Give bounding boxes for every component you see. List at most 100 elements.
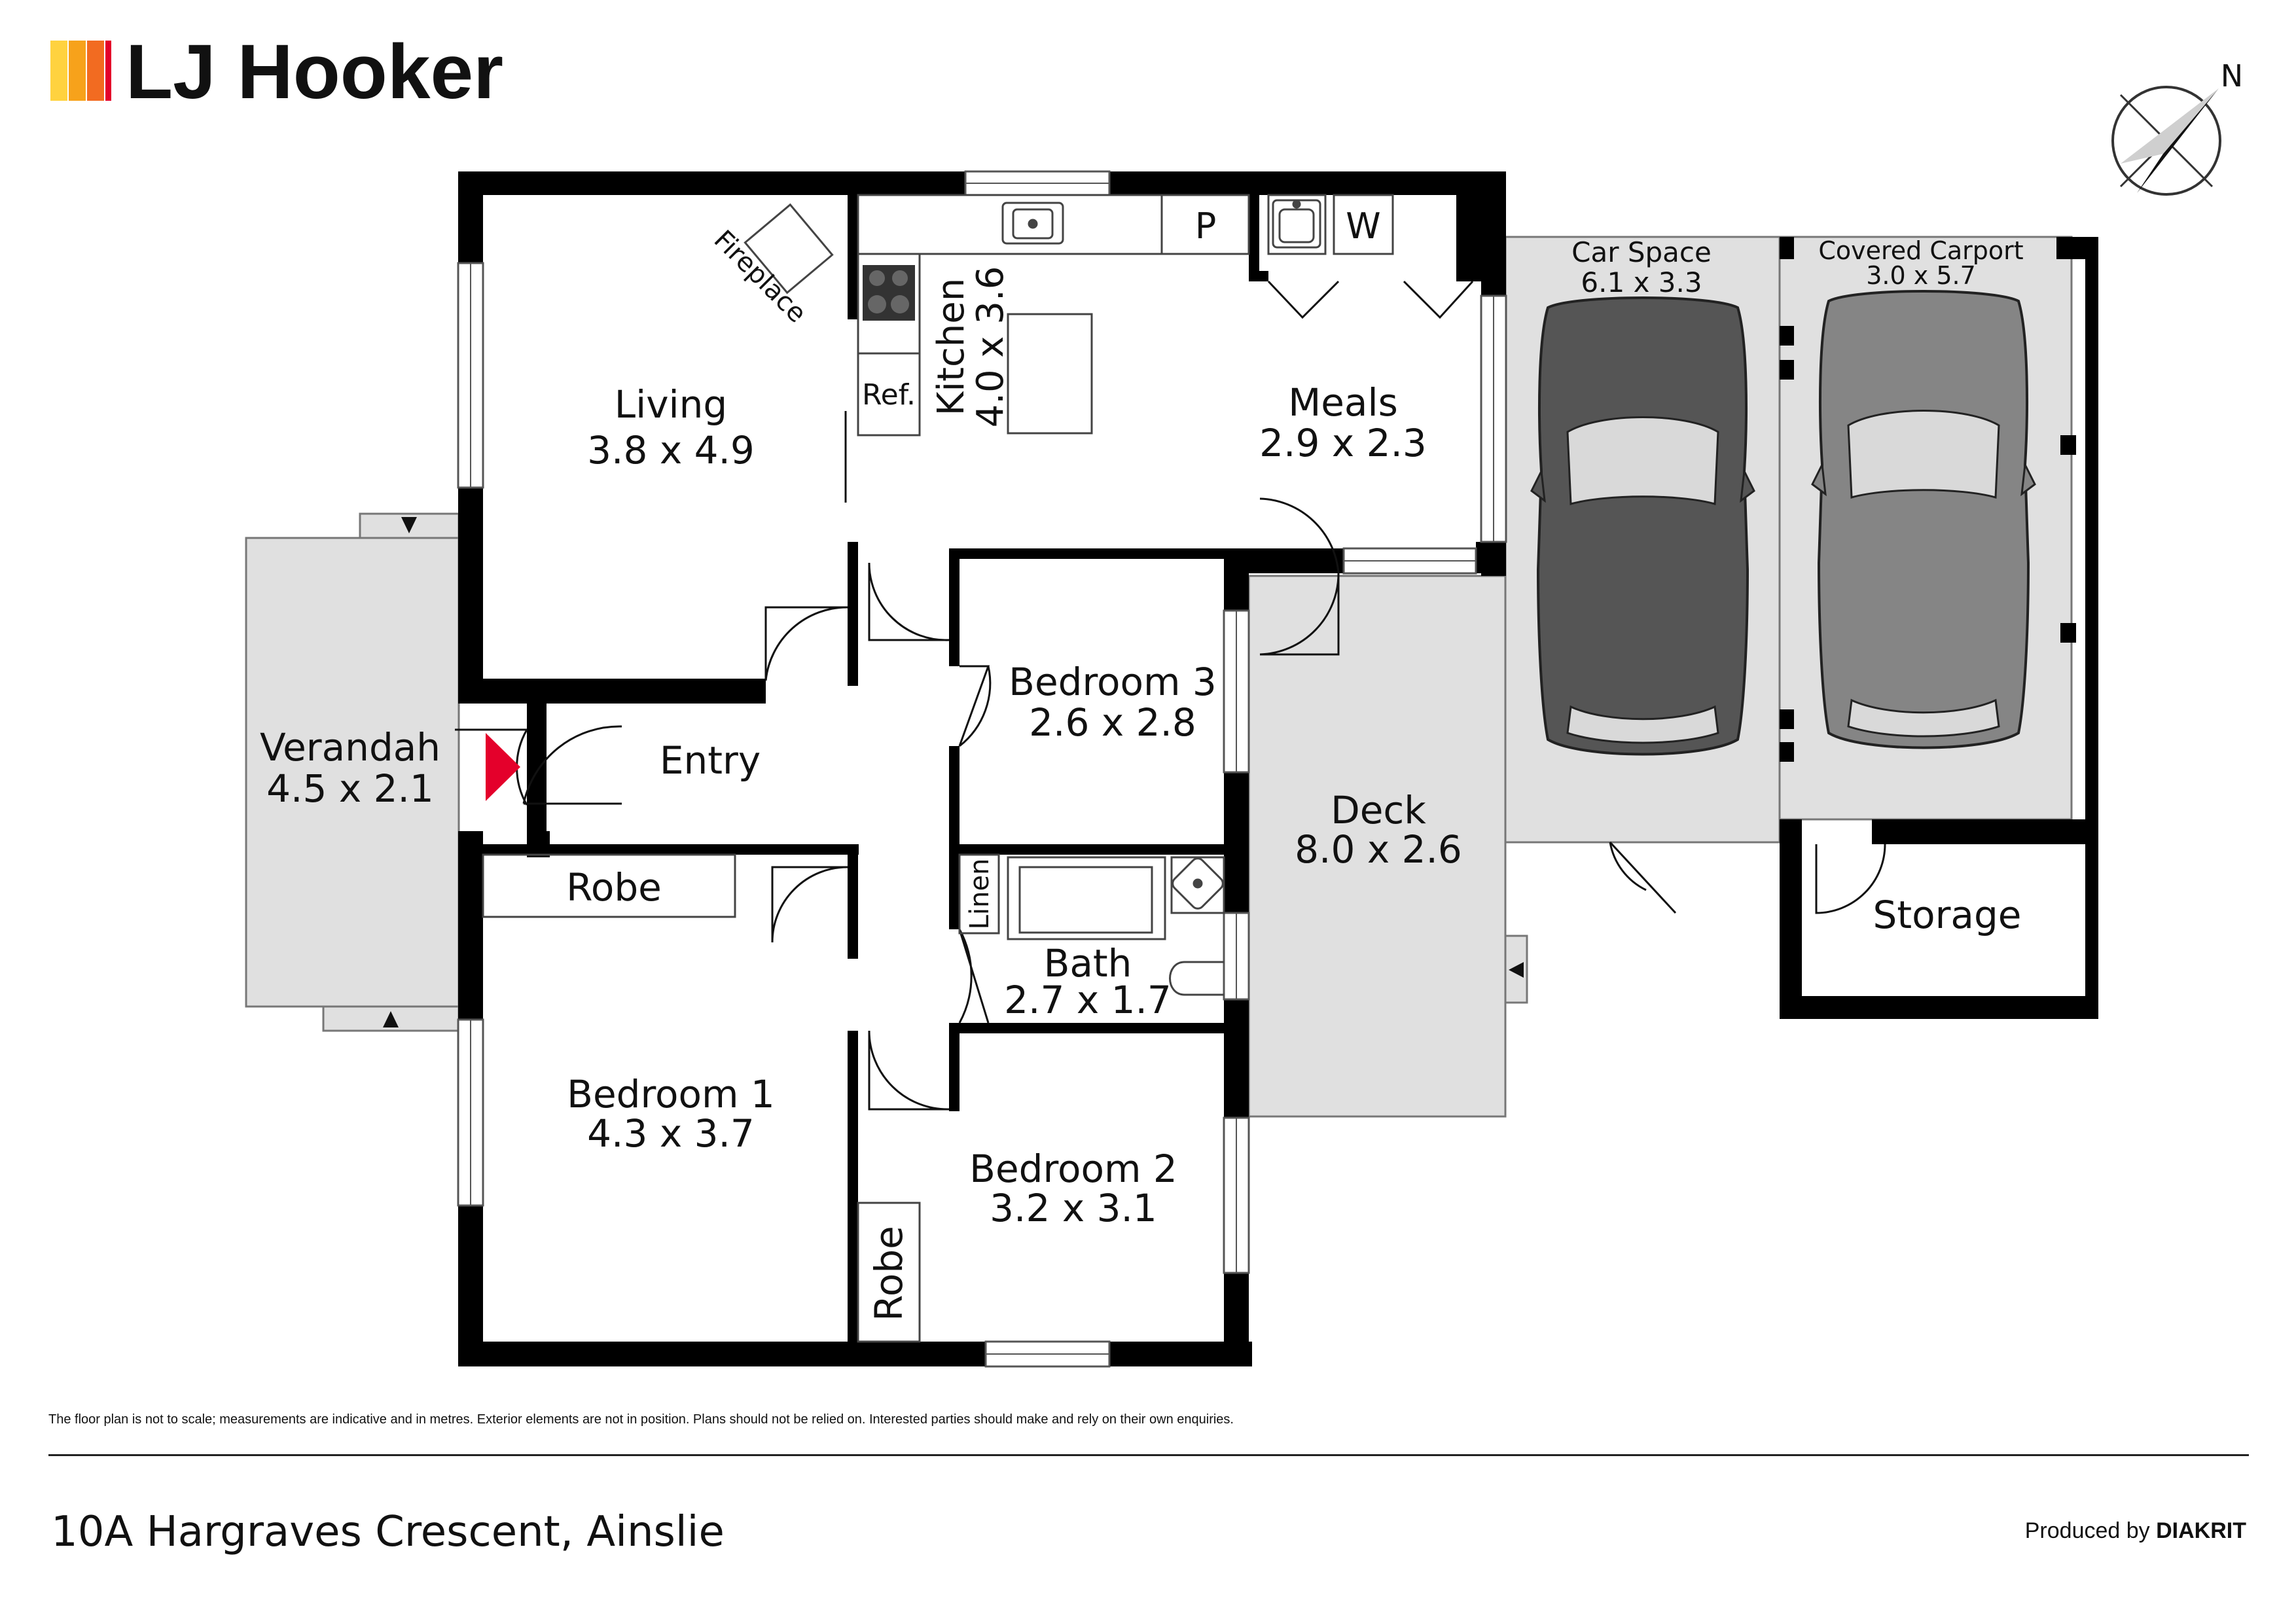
meals-size: 2.9 x 2.3 — [1259, 421, 1427, 465]
washer-label: W — [1346, 205, 1380, 247]
disclaimer-text: The floor plan is not to scale; measurem… — [48, 1412, 1234, 1427]
storage-wall-top — [1872, 819, 2098, 844]
wall-bath-bottom — [949, 1023, 1249, 1033]
bath-tub — [1007, 856, 1166, 940]
deck-area — [1247, 575, 1507, 1118]
wall-laundry-bottom — [1249, 271, 1268, 281]
verandah-arrow-bottom — [383, 1011, 399, 1027]
produced-by-label: Produced by — [2024, 1518, 2150, 1543]
verandah-size: 4.5 x 2.1 — [266, 766, 434, 811]
bedroom3-size: 2.6 x 2.8 — [1029, 700, 1196, 745]
fireplace-label: Fireplace — [708, 224, 812, 329]
wall-bed3-bottom — [949, 844, 1224, 855]
kitchen-column — [857, 253, 921, 355]
door-meals — [1259, 497, 1340, 656]
storage-door — [1815, 844, 1886, 914]
brand-logo: LJ Hooker — [50, 29, 503, 115]
room-labels: Living 3.8 x 4.9 Kitchen 4.0 x 3.6 Meals… — [260, 236, 2024, 1230]
wall-top-left — [458, 171, 965, 195]
vanity-basin-icon — [1172, 857, 1224, 910]
living-size: 3.8 x 4.9 — [587, 428, 755, 473]
wall-left-bottom — [458, 1205, 483, 1366]
bedroom2-name: Bedroom 2 — [969, 1147, 1177, 1191]
wall-bed2-left — [949, 1023, 960, 1111]
wall-hall-left — [848, 844, 858, 959]
compass-needle-north — [2137, 88, 2219, 193]
carport-post-2 — [1780, 326, 1794, 346]
verandah-name: Verandah — [260, 725, 440, 770]
kitchen-name: Kitchen — [930, 278, 973, 416]
wall-top-right — [1109, 171, 1506, 195]
wall-living-right-a — [848, 195, 858, 319]
bedroom2-size: 3.2 x 3.1 — [990, 1186, 1157, 1230]
fixtures — [482, 194, 1394, 1343]
property-address: 10A Hargraves Crescent, Ainslie — [51, 1508, 725, 1556]
logo-stripe-1 — [50, 41, 67, 101]
car-space-gate — [1609, 841, 1677, 914]
pantry-label: P — [1195, 205, 1217, 247]
carport-post-4 — [1780, 709, 1794, 729]
wall-bed2-right — [1224, 1023, 1249, 1118]
wall-bottom-left — [458, 1342, 986, 1366]
wall-laundry-right — [1456, 195, 1481, 281]
living-name: Living — [615, 382, 727, 427]
carport-name: Covered Carport — [1818, 236, 2023, 265]
linen-box — [958, 853, 1000, 935]
wall-left-mid — [458, 488, 483, 704]
wall-bath-left — [949, 844, 960, 929]
kitchen-size: 4.0 x 3.6 — [969, 266, 1012, 428]
laundry-sink-box — [1267, 194, 1327, 255]
deck-size: 8.0 x 2.6 — [1295, 827, 1462, 872]
logo-stripe-4 — [105, 41, 111, 101]
fireplace-box — [744, 203, 834, 294]
logo-stripe-3 — [87, 41, 104, 101]
robe2-label: Robe — [867, 1226, 911, 1321]
carport-post-6 — [2060, 435, 2076, 455]
wall-bed3-left — [949, 548, 960, 666]
wall-meals-bottom-right — [1476, 542, 1506, 573]
verandah-arrow-top — [401, 517, 417, 533]
wall-right-top — [1481, 171, 1506, 296]
wall-bed3-right-low — [1224, 772, 1249, 913]
verandah-area — [245, 537, 460, 1008]
door-bed2 — [868, 1030, 950, 1111]
door-bed3 — [958, 665, 992, 747]
logo-stripe-2 — [69, 41, 86, 101]
wall-bed3-right — [1224, 548, 1249, 611]
doors — [522, 280, 1474, 1111]
laundry-sink-icon — [1272, 199, 1321, 249]
entry-name: Entry — [660, 738, 761, 783]
producer-name: DIAKRIT — [2156, 1518, 2246, 1543]
bedroom1-size: 4.3 x 3.7 — [587, 1111, 755, 1156]
door-entry — [522, 725, 622, 805]
compass-label-n: N — [2221, 58, 2243, 94]
door-bed1 — [771, 866, 848, 943]
wall-hall-left-low — [848, 1031, 858, 1364]
door-laundry-a — [1267, 280, 1340, 319]
storage-wall-bottom — [1780, 996, 2098, 1019]
wall-entry-south — [458, 844, 859, 855]
wall-left-lower — [458, 831, 483, 1020]
door-bath — [958, 929, 990, 1024]
window-panes — [470, 183, 1494, 1355]
wall-bed3-top — [949, 548, 1249, 559]
carport-post-7 — [2060, 623, 2076, 643]
wall-meals-bottom — [1249, 548, 1344, 573]
wall-entry-door-frame-2 — [527, 704, 547, 854]
compass-needle-shade — [2121, 88, 2219, 164]
bath-name: Bath — [1044, 941, 1132, 986]
footer-divider — [48, 1454, 2249, 1456]
wall-left-upper — [458, 171, 483, 263]
car-icon-dark — [1530, 296, 1755, 756]
fridge-label: Ref. — [862, 378, 916, 412]
cooktop-icon — [863, 265, 915, 321]
entry-marker-icon — [486, 733, 520, 801]
carport-post-5 — [1780, 742, 1794, 762]
compass: N — [2111, 58, 2243, 196]
kitchen-island — [1007, 313, 1093, 435]
toilet — [1169, 961, 1224, 996]
wall-living-right-b — [848, 542, 858, 686]
bedroom3-name: Bedroom 3 — [1009, 660, 1217, 704]
storage-name: Storage — [1873, 893, 2022, 937]
